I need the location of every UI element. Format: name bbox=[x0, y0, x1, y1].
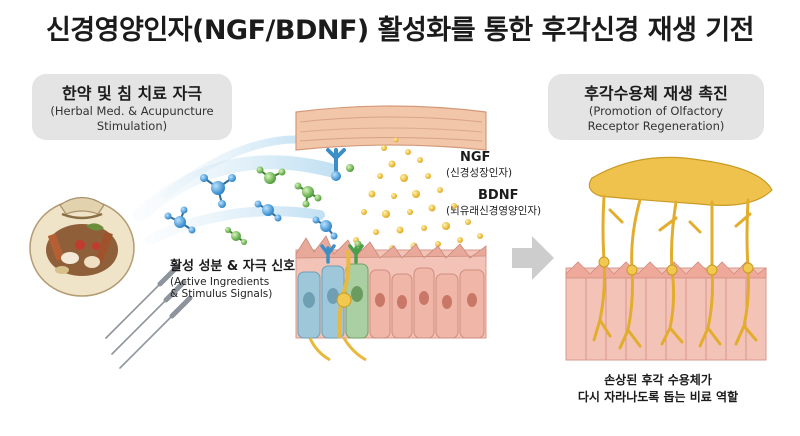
herbal-pouch-icon bbox=[29, 196, 135, 297]
treatment-stimulus-sub2: Stimulation) bbox=[96, 119, 168, 133]
molecule-blue-2 bbox=[164, 206, 196, 234]
bdnf-label-group: BDNF (뇌유래신경영양인자) bbox=[446, 188, 556, 218]
progression-arrow-icon bbox=[512, 236, 554, 280]
ngf-label: NGF bbox=[460, 150, 491, 165]
signals-title: 활성 성분 & 자극 신호 bbox=[170, 259, 296, 274]
regeneration-sub2: Receptor Regeneration) bbox=[587, 119, 725, 133]
signals-sub1: (Active Ingredients bbox=[170, 276, 270, 288]
molecule-blue-3 bbox=[254, 200, 282, 222]
page-title: 신경영양인자(NGF/BDNF) 활성화를 통한 후각신경 재생 기전 bbox=[45, 15, 755, 46]
molecule-green-1 bbox=[256, 166, 286, 184]
bdnf-sub: (뇌유래신경영양인자) bbox=[446, 205, 542, 217]
regeneration-title: 후각수용체 재생 촉진 bbox=[584, 84, 728, 103]
signals-label-group: 활성 성분 & 자극 신호 (Active Ingredients & Stim… bbox=[170, 255, 300, 300]
signals-sub2: & Stimulus Signals) bbox=[170, 288, 273, 300]
ngf-label-group: NGF (신경성장인자) bbox=[446, 150, 536, 180]
ngf-sub: (신경성장인자) bbox=[446, 167, 513, 179]
molecule-green-2 bbox=[294, 182, 322, 208]
acupuncture-needles-icon bbox=[105, 263, 193, 369]
molecule-blue-4 bbox=[312, 216, 338, 240]
signal-streams bbox=[133, 135, 337, 245]
mucosa-surface-layer bbox=[295, 105, 487, 151]
olfactory-epithelium-damaged bbox=[295, 235, 487, 362]
bdnf-label: BDNF bbox=[478, 188, 519, 203]
caption-line2: 다시 자라나도록 돕는 비료 역할 bbox=[577, 390, 739, 404]
molecule-green-3 bbox=[225, 227, 247, 245]
regeneration-caption: 손상된 후각 수용체가 다시 자라나도록 돕는 비료 역할 bbox=[548, 372, 768, 406]
active-ingredient-molecules bbox=[164, 166, 338, 245]
receptor-top-icon bbox=[326, 148, 354, 181]
olfactory-epithelium-regenerated bbox=[565, 156, 773, 361]
regeneration-box: 후각수용체 재생 촉진 (Promotion of Olfactory Rece… bbox=[548, 74, 764, 140]
treatment-stimulus-box: 한약 및 침 치료 자극 (Herbal Med. & Acupuncture … bbox=[32, 74, 232, 140]
caption-line1: 손상된 후각 수용체가 bbox=[604, 373, 712, 387]
treatment-stimulus-sub1: (Herbal Med. & Acupuncture bbox=[50, 104, 214, 118]
molecule-blue-1 bbox=[200, 174, 236, 208]
regeneration-sub1: (Promotion of Olfactory bbox=[588, 104, 724, 118]
treatment-stimulus-title: 한약 및 침 치료 자극 bbox=[61, 84, 203, 103]
